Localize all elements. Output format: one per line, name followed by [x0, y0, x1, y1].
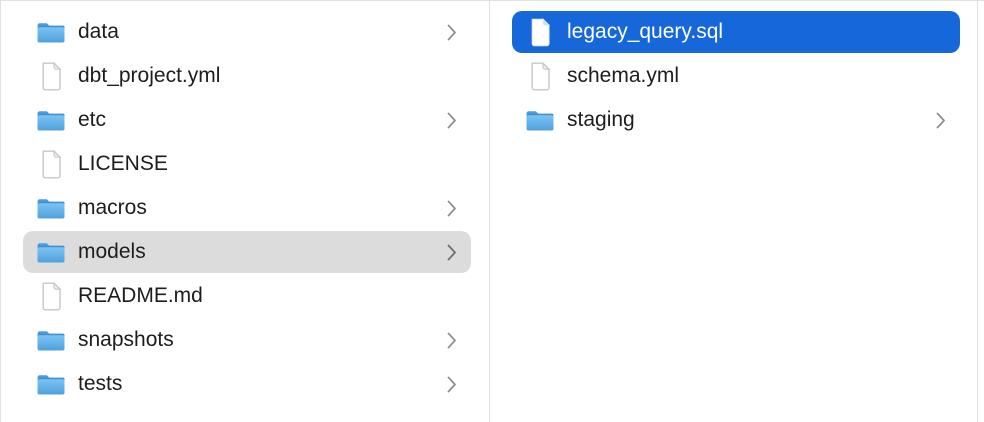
file-row-folder[interactable]: macros [23, 187, 471, 229]
chevron-right-icon [936, 112, 946, 129]
file-pane-left: data dbt_project.yml etc [1, 1, 490, 422]
file-name: LICENSE [78, 152, 168, 175]
chevron-right-icon [447, 200, 457, 217]
file-name: README.md [78, 284, 203, 307]
file-row-folder[interactable]: staging [512, 99, 960, 141]
file-row-file[interactable]: LICENSE [23, 143, 471, 185]
folder-icon [36, 325, 66, 355]
chevron-right-icon [447, 376, 457, 393]
chevron-right-icon [447, 244, 457, 261]
file-name: legacy_query.sql [567, 20, 724, 43]
file-name: data [78, 20, 119, 43]
file-row-folder[interactable]: data [23, 11, 471, 53]
file-name: dbt_project.yml [78, 64, 221, 87]
file-pane-edge [978, 1, 984, 422]
folder-icon [36, 17, 66, 47]
file-row-folder[interactable]: etc [23, 99, 471, 141]
file-name: etc [78, 108, 107, 131]
file-row-file[interactable]: README.md [23, 275, 471, 317]
chevron-right-icon [447, 24, 457, 41]
file-row-folder[interactable]: models [23, 231, 471, 273]
file-pane-right: legacy_query.sql schema.yml staging [490, 1, 978, 422]
folder-icon [36, 369, 66, 399]
document-icon [36, 149, 66, 179]
chevron-right-icon [447, 112, 457, 129]
chevron-right-icon [447, 332, 457, 349]
file-row-folder[interactable]: tests [23, 363, 471, 405]
document-icon [525, 17, 555, 47]
file-row-file[interactable]: schema.yml [512, 55, 960, 97]
folder-icon [525, 105, 555, 135]
document-icon [36, 61, 66, 91]
file-row-file[interactable]: dbt_project.yml [23, 55, 471, 97]
folder-icon [36, 105, 66, 135]
document-icon [36, 281, 66, 311]
file-row-folder[interactable]: snapshots [23, 319, 471, 361]
file-name: macros [78, 196, 147, 219]
file-name: staging [567, 108, 635, 131]
file-name: models [78, 240, 146, 263]
document-icon [525, 61, 555, 91]
file-name: tests [78, 372, 123, 395]
folder-icon [36, 237, 66, 267]
folder-icon [36, 193, 66, 223]
file-row-file[interactable]: legacy_query.sql [512, 11, 960, 53]
file-name: schema.yml [567, 64, 680, 87]
file-name: snapshots [78, 328, 174, 351]
